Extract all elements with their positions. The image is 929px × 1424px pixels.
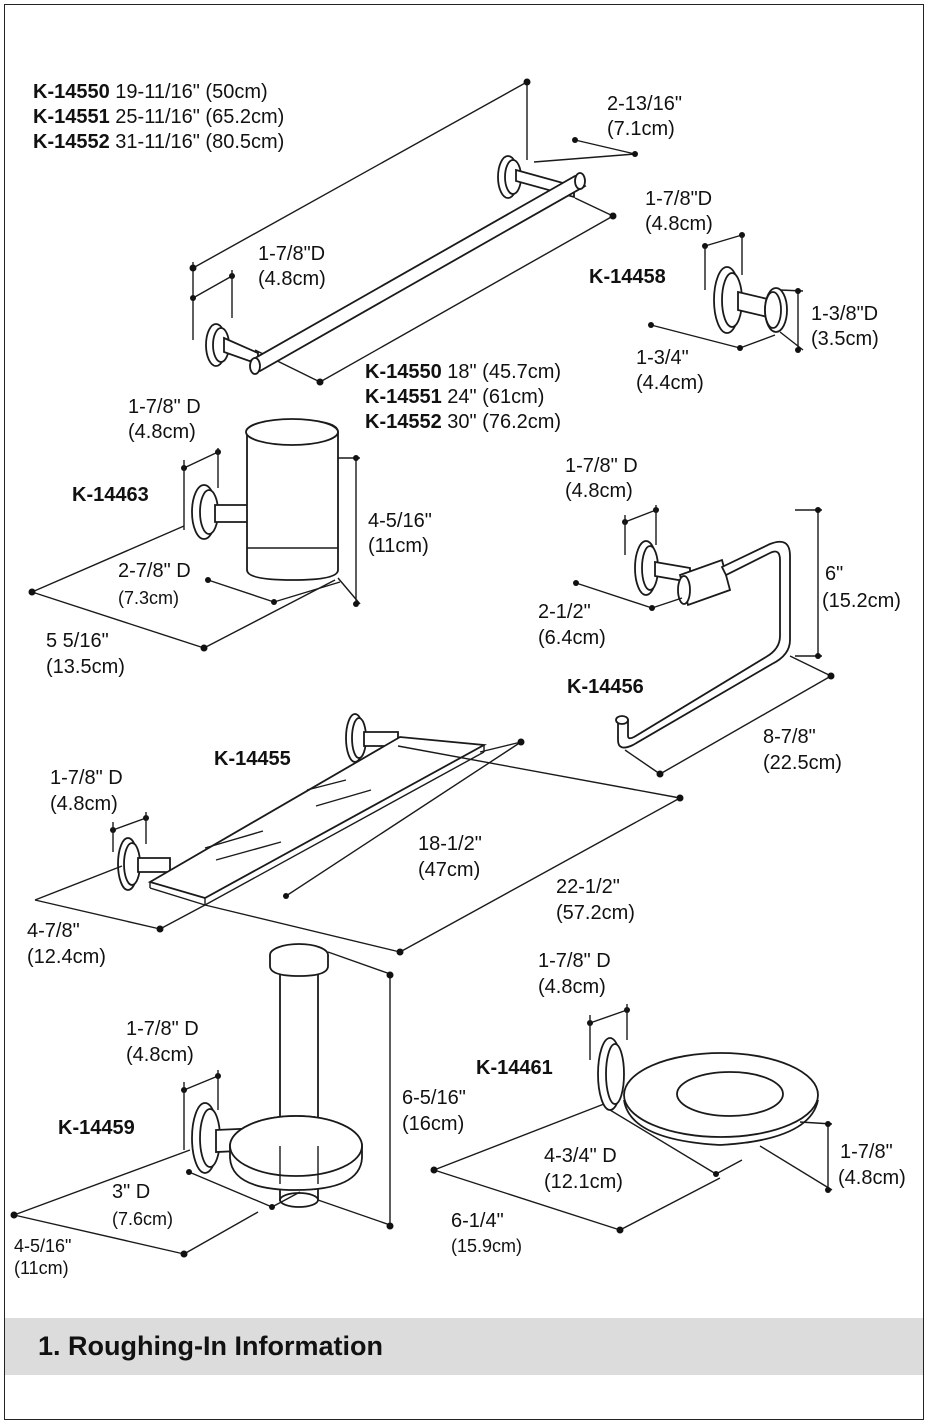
paper-holder-height-imperial: 6-5/16"	[402, 1087, 466, 1109]
towel-ring-offset-imperial: 2-1/2"	[538, 601, 591, 623]
shelf-flange-imperial: 1-7/8" D	[50, 767, 123, 789]
shelf-drawing	[34, 713, 684, 956]
soap-dish-height-metric: (4.8cm)	[838, 1167, 906, 1189]
towel-bar-flange-imperial: 1-7/8"D	[258, 243, 326, 265]
paper-holder-projection-metric: (11cm)	[14, 1258, 69, 1278]
tumbler-height-metric: (11cm)	[368, 535, 429, 557]
tumbler-projection-imperial: 5 5/16"	[46, 630, 109, 652]
towel-ring-drawing	[573, 505, 835, 778]
robe-hook-projection-metric: (4.4cm)	[636, 372, 704, 394]
paper-holder-flange-metric: (4.8cm)	[126, 1044, 194, 1066]
soap-dish-projection-metric: (15.9cm)	[451, 1236, 523, 1256]
soap-dish-dish-imperial: 4-3/4" D	[544, 1145, 617, 1167]
towel-bar-drawing	[189, 78, 638, 386]
shelf-flange-metric: (4.8cm)	[50, 793, 118, 815]
soap-dish-flange-metric: (4.8cm)	[538, 976, 606, 998]
shelf-depth-metric: (12.4cm)	[27, 946, 106, 968]
robe-hook-projection-imperial: 1-3/4"	[636, 347, 689, 369]
robe-hook-knob-metric: (3.5cm)	[811, 328, 879, 350]
shelf-overall-metric: (57.2cm)	[556, 902, 635, 924]
paper-holder-drawing	[10, 943, 394, 1258]
paper-holder-model: K-14459	[58, 1117, 135, 1139]
section-header-bar	[5, 1318, 923, 1375]
tumbler-height-imperial: 4-5/16"	[368, 510, 432, 532]
towel-ring-height-imperial: 6"	[825, 563, 844, 585]
towel-bar-flange-metric: (4.8cm)	[258, 268, 326, 290]
towel-ring-offset-metric: (6.4cm)	[538, 627, 606, 649]
robe-hook-knob-imperial: 1-3/8"D	[811, 303, 879, 325]
soap-dish-model: K-14461	[476, 1057, 553, 1079]
towel-bar-center-length-3: K-14552 30" (76.2cm)	[365, 411, 562, 433]
tumbler-projection-metric: (13.5cm)	[46, 656, 125, 678]
tumbler-cup-metric: (7.3cm)	[118, 588, 180, 608]
towel-bar-projection-imperial: 2-13/16"	[607, 93, 682, 115]
paper-holder-base-imperial: 3" D	[112, 1181, 151, 1203]
towel-bar-overall-length-2: K-14551 25-11/16" (65.2cm)	[33, 106, 285, 128]
robe-hook-flange-imperial: 1-7/8"D	[645, 188, 713, 210]
paper-holder-flange-imperial: 1-7/8" D	[126, 1018, 199, 1040]
soap-dish-height-imperial: 1-7/8"	[840, 1141, 893, 1163]
towel-ring-projection-imperial: 8-7/8"	[763, 726, 816, 748]
towel-bar-center-length-2: K-14551 24" (61cm)	[365, 386, 545, 408]
towel-ring-projection-metric: (22.5cm)	[763, 752, 842, 774]
tumbler-flange-metric: (4.8cm)	[128, 421, 196, 443]
towel-ring-model: K-14456	[567, 676, 644, 698]
shelf-center-imperial: 18-1/2"	[418, 833, 482, 855]
roughing-in-drawing	[10, 78, 835, 1258]
shelf-overall-imperial: 22-1/2"	[556, 876, 620, 898]
paper-holder-projection-imperial: 4-5/16"	[14, 1236, 72, 1256]
soap-dish-flange-imperial: 1-7/8" D	[538, 950, 611, 972]
robe-hook-drawing	[648, 232, 804, 353]
paper-holder-base-metric: (7.6cm)	[112, 1209, 174, 1229]
robe-hook-model: K-14458	[589, 266, 666, 288]
towel-bar-overall-length-1: K-14550 19-11/16" (50cm)	[33, 81, 268, 103]
towel-bar-overall-length-3: K-14552 31-11/16" (80.5cm)	[33, 131, 285, 153]
shelf-depth-imperial: 4-7/8"	[27, 920, 80, 942]
shelf-model: K-14455	[214, 748, 291, 770]
soap-dish-projection-imperial: 6-1/4"	[451, 1210, 504, 1232]
towel-bar-projection-metric: (7.1cm)	[607, 118, 675, 140]
page-frame	[4, 4, 924, 1420]
towel-ring-height-metric: (15.2cm)	[822, 590, 901, 612]
paper-holder-height-metric: (16cm)	[402, 1113, 465, 1135]
towel-bar-center-length-1: K-14550 18" (45.7cm)	[365, 361, 562, 383]
robe-hook-flange-metric: (4.8cm)	[645, 213, 713, 235]
soap-dish-dish-metric: (12.1cm)	[544, 1171, 623, 1193]
tumbler-flange-imperial: 1-7/8" D	[128, 396, 201, 418]
tumbler-drawing	[28, 418, 361, 652]
shelf-center-metric: (47cm)	[418, 859, 481, 881]
towel-ring-flange-imperial: 1-7/8" D	[565, 455, 638, 477]
tumbler-model: K-14463	[72, 484, 149, 506]
towel-ring-flange-metric: (4.8cm)	[565, 480, 633, 502]
section-title: 1. Roughing-In Information	[38, 1331, 383, 1361]
tumbler-cup-imperial: 2-7/8" D	[118, 560, 191, 582]
soap-dish-drawing	[430, 1004, 833, 1234]
